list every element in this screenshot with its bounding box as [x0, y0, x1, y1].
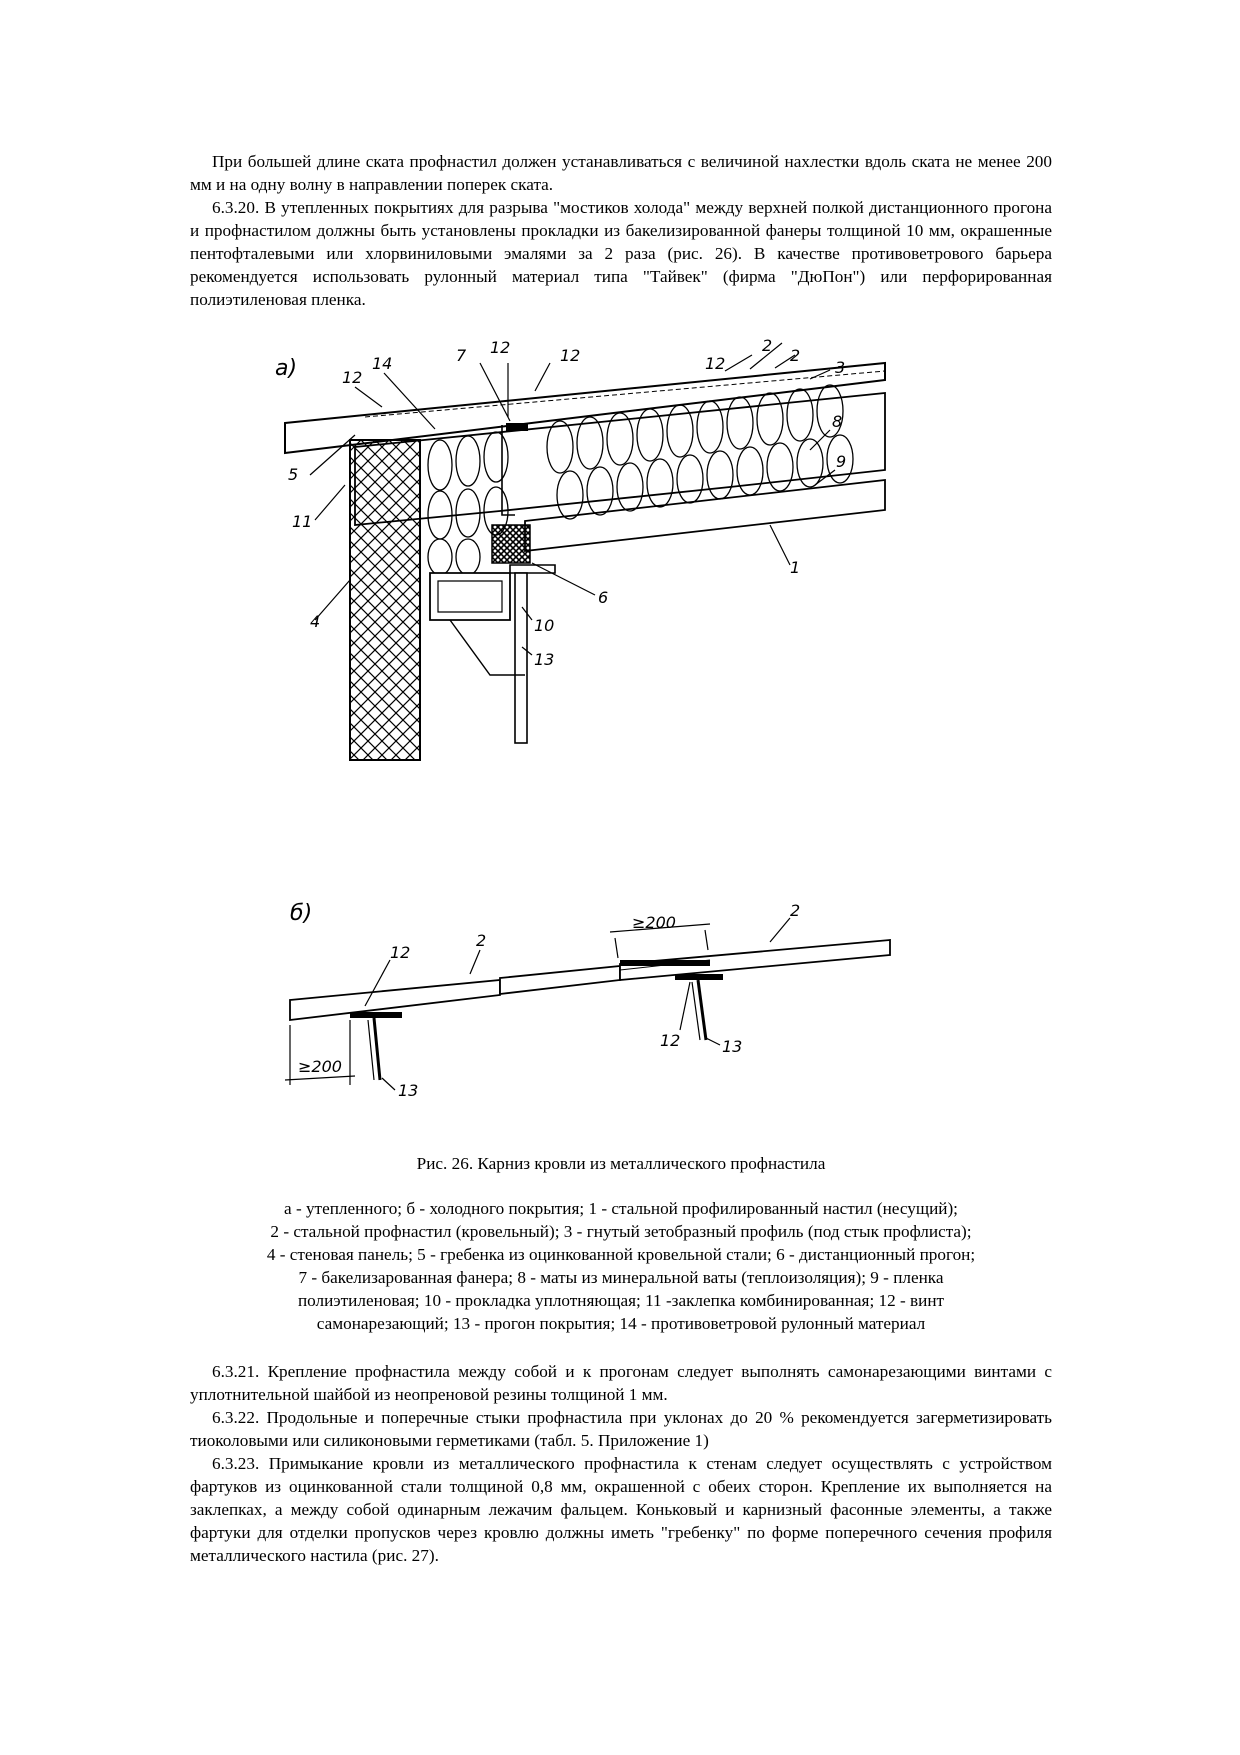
callout-label: 12: [660, 1031, 680, 1050]
callout-label: 12: [490, 338, 510, 357]
callout-label: ≥200: [298, 1057, 342, 1076]
top-text: При большей длине ската профнастил долже…: [190, 150, 1052, 311]
paragraph: 6.3.21. Крепление профнастила между собо…: [190, 1362, 1052, 1404]
callout-label: 2: [762, 336, 772, 355]
paragraph: При большей длине ската профнастил долже…: [190, 152, 1052, 194]
callout-label: 3: [835, 358, 845, 377]
callout-label: 13: [722, 1037, 742, 1056]
paragraph: 6.3.22. Продольные и поперечные стыки пр…: [190, 1408, 1052, 1450]
callout-label: 1: [790, 558, 800, 577]
callout-label: 9: [836, 452, 846, 471]
paragraph: 6.3.20. В утепленных покрытиях для разры…: [190, 198, 1052, 309]
figure-caption: Рис. 26. Карниз кровли из металлического…: [416, 1154, 826, 1173]
callout-label: 8: [832, 412, 842, 431]
figure-legend: а - утепленного; б - холодного покрытия;…: [190, 1197, 1052, 1335]
legend-line: 2 - стальной профнастил (кровельный); 3 …: [270, 1222, 972, 1241]
figure-a-label: а): [275, 356, 297, 381]
figure-a-drawing: а) 2 12 2 3 7 12 12 12 14 8 9 5 11 1 6 1…: [275, 336, 886, 761]
callout-label: 2: [790, 901, 800, 920]
callout-label: 10: [534, 616, 554, 635]
callout-label: 12: [705, 354, 725, 373]
callout-label: 4: [310, 612, 320, 631]
callout-label: 6: [598, 588, 608, 607]
legend-line: полиэтиленовая; 10 - прокладка уплотняющ…: [297, 1291, 945, 1310]
callout-label: 12: [342, 368, 362, 387]
callout-label: 5: [288, 465, 298, 484]
legend-line: самонарезающий; 13 - прогон покрытия; 14…: [316, 1314, 926, 1333]
figure-b-label: б): [290, 901, 312, 926]
paragraph: 6.3.23. Примыкание кровли из металлическ…: [190, 1454, 1052, 1565]
legend-line: 7 - бакелизарованная фанера; 8 - маты из…: [298, 1268, 944, 1287]
callout-label: 12: [390, 943, 410, 962]
callout-label: 7: [456, 346, 467, 365]
legend-line: 4 - стеновая панель; 5 - гребенка из оци…: [266, 1245, 976, 1264]
callout-label: ≥200: [632, 913, 676, 932]
callout-label: 2: [476, 931, 486, 950]
callout-label: 12: [560, 346, 580, 365]
callout-label: 13: [398, 1081, 418, 1100]
bottom-text: 6.3.21. Крепление профнастила между собо…: [190, 1360, 1052, 1567]
legend-line: а - утепленного; б - холодного покрытия;…: [284, 1199, 958, 1218]
callout-label: 2: [790, 346, 800, 365]
callout-label: 13: [534, 650, 554, 669]
figure-b-drawing: б) ≥200 ≥200 2 2 12 12 13 13: [284, 901, 891, 1100]
callout-label: 11: [292, 512, 312, 531]
callout-label: 14: [372, 354, 392, 373]
